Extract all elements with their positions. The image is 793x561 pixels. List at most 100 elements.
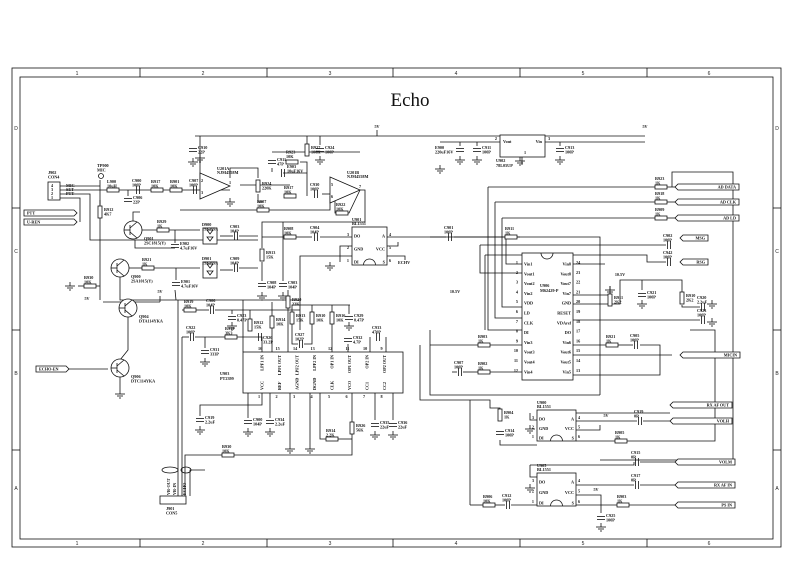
component-ref: C919 — [205, 415, 214, 420]
component-ref: C905 — [630, 333, 639, 338]
component-value: 15K — [296, 318, 304, 323]
component-value: 56K — [356, 428, 364, 433]
component-c907 — [193, 186, 197, 194]
component-ref: C922 — [186, 325, 195, 330]
component-ref: J902 — [48, 170, 56, 175]
component-value: 100P — [454, 365, 463, 370]
ground-icon — [555, 156, 565, 165]
component-ref: C906 — [206, 298, 215, 303]
pin-name: OP1 OUT — [347, 355, 352, 373]
component-value: 15K — [266, 255, 274, 260]
pin-number: 6 — [389, 258, 391, 263]
ground-icon — [515, 157, 525, 166]
component-ref: C910 — [198, 145, 207, 150]
net-label-volh — [669, 417, 733, 425]
component-d900 — [202, 227, 218, 245]
pin-number: 2 — [516, 270, 518, 275]
component-c909 — [234, 264, 238, 272]
diode-pair-icon — [202, 227, 218, 245]
component-r911 — [504, 234, 518, 240]
pin-name: Vin1 — [524, 262, 532, 267]
component-ref: C942 — [663, 250, 672, 255]
component-value: 1K — [615, 435, 621, 440]
component-c935 — [371, 423, 379, 427]
pin-number: 8 — [516, 329, 518, 334]
wire — [257, 194, 263, 203]
component-r923 — [654, 184, 668, 190]
column-marker-bottom: 1 — [76, 541, 79, 547]
component-value: 1K — [655, 196, 661, 201]
pin-name: VDD — [524, 301, 533, 306]
ic-ref: U201B — [347, 170, 359, 175]
pin-number: 4 — [516, 289, 519, 294]
component-value: 100P — [606, 518, 615, 523]
connector-pin-name: PTT — [66, 191, 74, 196]
component-ref: C936 — [398, 420, 407, 425]
ic-ref: U901 — [352, 217, 361, 222]
connector-icon — [47, 181, 61, 201]
component-r917 — [283, 193, 297, 199]
ic-u902 — [499, 134, 546, 158]
component-value: 4.7uF16V — [180, 246, 197, 251]
component-value: 104P — [230, 261, 239, 266]
pin-name: Vin4 — [524, 369, 533, 374]
power-label: 5V — [374, 124, 379, 129]
component-value: 4.7P — [353, 340, 361, 345]
component-ref: C912 — [502, 493, 511, 498]
component-value: 2.2uF — [697, 300, 708, 305]
component-value: 100P — [444, 230, 453, 235]
connector-pin-name: MIC — [66, 183, 75, 188]
component-value: 47P — [277, 162, 284, 167]
ic-ref: U906 — [540, 283, 549, 288]
component-r923 — [285, 159, 299, 165]
pin-number: 5 — [389, 245, 391, 250]
pin-name: S — [572, 501, 575, 506]
resistor-icon — [654, 215, 668, 221]
component-ref: C900 — [132, 178, 141, 183]
column-marker-bottom: 4 — [455, 541, 458, 547]
component-value: 10K — [336, 207, 344, 212]
net-label-ad-ld — [674, 214, 740, 222]
pin-name: GND — [539, 426, 548, 431]
component-j902 — [47, 181, 61, 201]
component-ref: R914 — [326, 428, 336, 433]
component-ref: R927 — [311, 145, 320, 150]
resistor-icon — [83, 283, 97, 289]
component-value: 10uH — [107, 184, 118, 189]
component-ref: C921 — [647, 290, 656, 295]
component-ref: C925 — [606, 513, 615, 518]
wire — [499, 440, 537, 446]
component-c903 — [234, 232, 238, 240]
pin-name: A — [571, 480, 574, 485]
component-c932 — [344, 338, 352, 342]
net-label-text: AD LD — [723, 216, 736, 221]
component-value: 10K — [170, 184, 178, 189]
pin-name: LPF1 IN — [260, 355, 265, 371]
component-r929 — [156, 227, 170, 233]
component-value: 100P — [663, 255, 672, 260]
ic-value: BL1551 — [537, 404, 551, 409]
resistor-icon — [156, 227, 170, 233]
pin-number: 16 — [576, 338, 580, 343]
component-c922 — [190, 333, 194, 341]
component-value: 100P — [325, 150, 334, 155]
component-value: 100P — [697, 313, 706, 318]
component-ref: C935 — [380, 420, 389, 425]
row-marker-right: A — [775, 486, 779, 492]
component-r906 — [482, 502, 496, 508]
pin-name: A — [382, 234, 385, 239]
pin-name: DI — [539, 501, 544, 506]
ic-value: NJM4558M — [347, 174, 368, 179]
component-ref: C930 — [310, 182, 319, 187]
component-ref: C902 — [663, 233, 672, 238]
pin-number: 8 — [381, 394, 383, 399]
component-ref: R919 — [184, 299, 193, 304]
component-value: 100K — [311, 150, 321, 155]
net-label-text: VOLH — [717, 419, 730, 424]
component-ref: Q904 — [139, 314, 149, 319]
component-value: 10K — [276, 322, 284, 327]
pin-number: 9 — [381, 346, 383, 351]
net-label-text: PS IN — [721, 503, 732, 508]
ic-body — [351, 226, 388, 266]
ic-value: NJM4558M — [217, 170, 238, 175]
